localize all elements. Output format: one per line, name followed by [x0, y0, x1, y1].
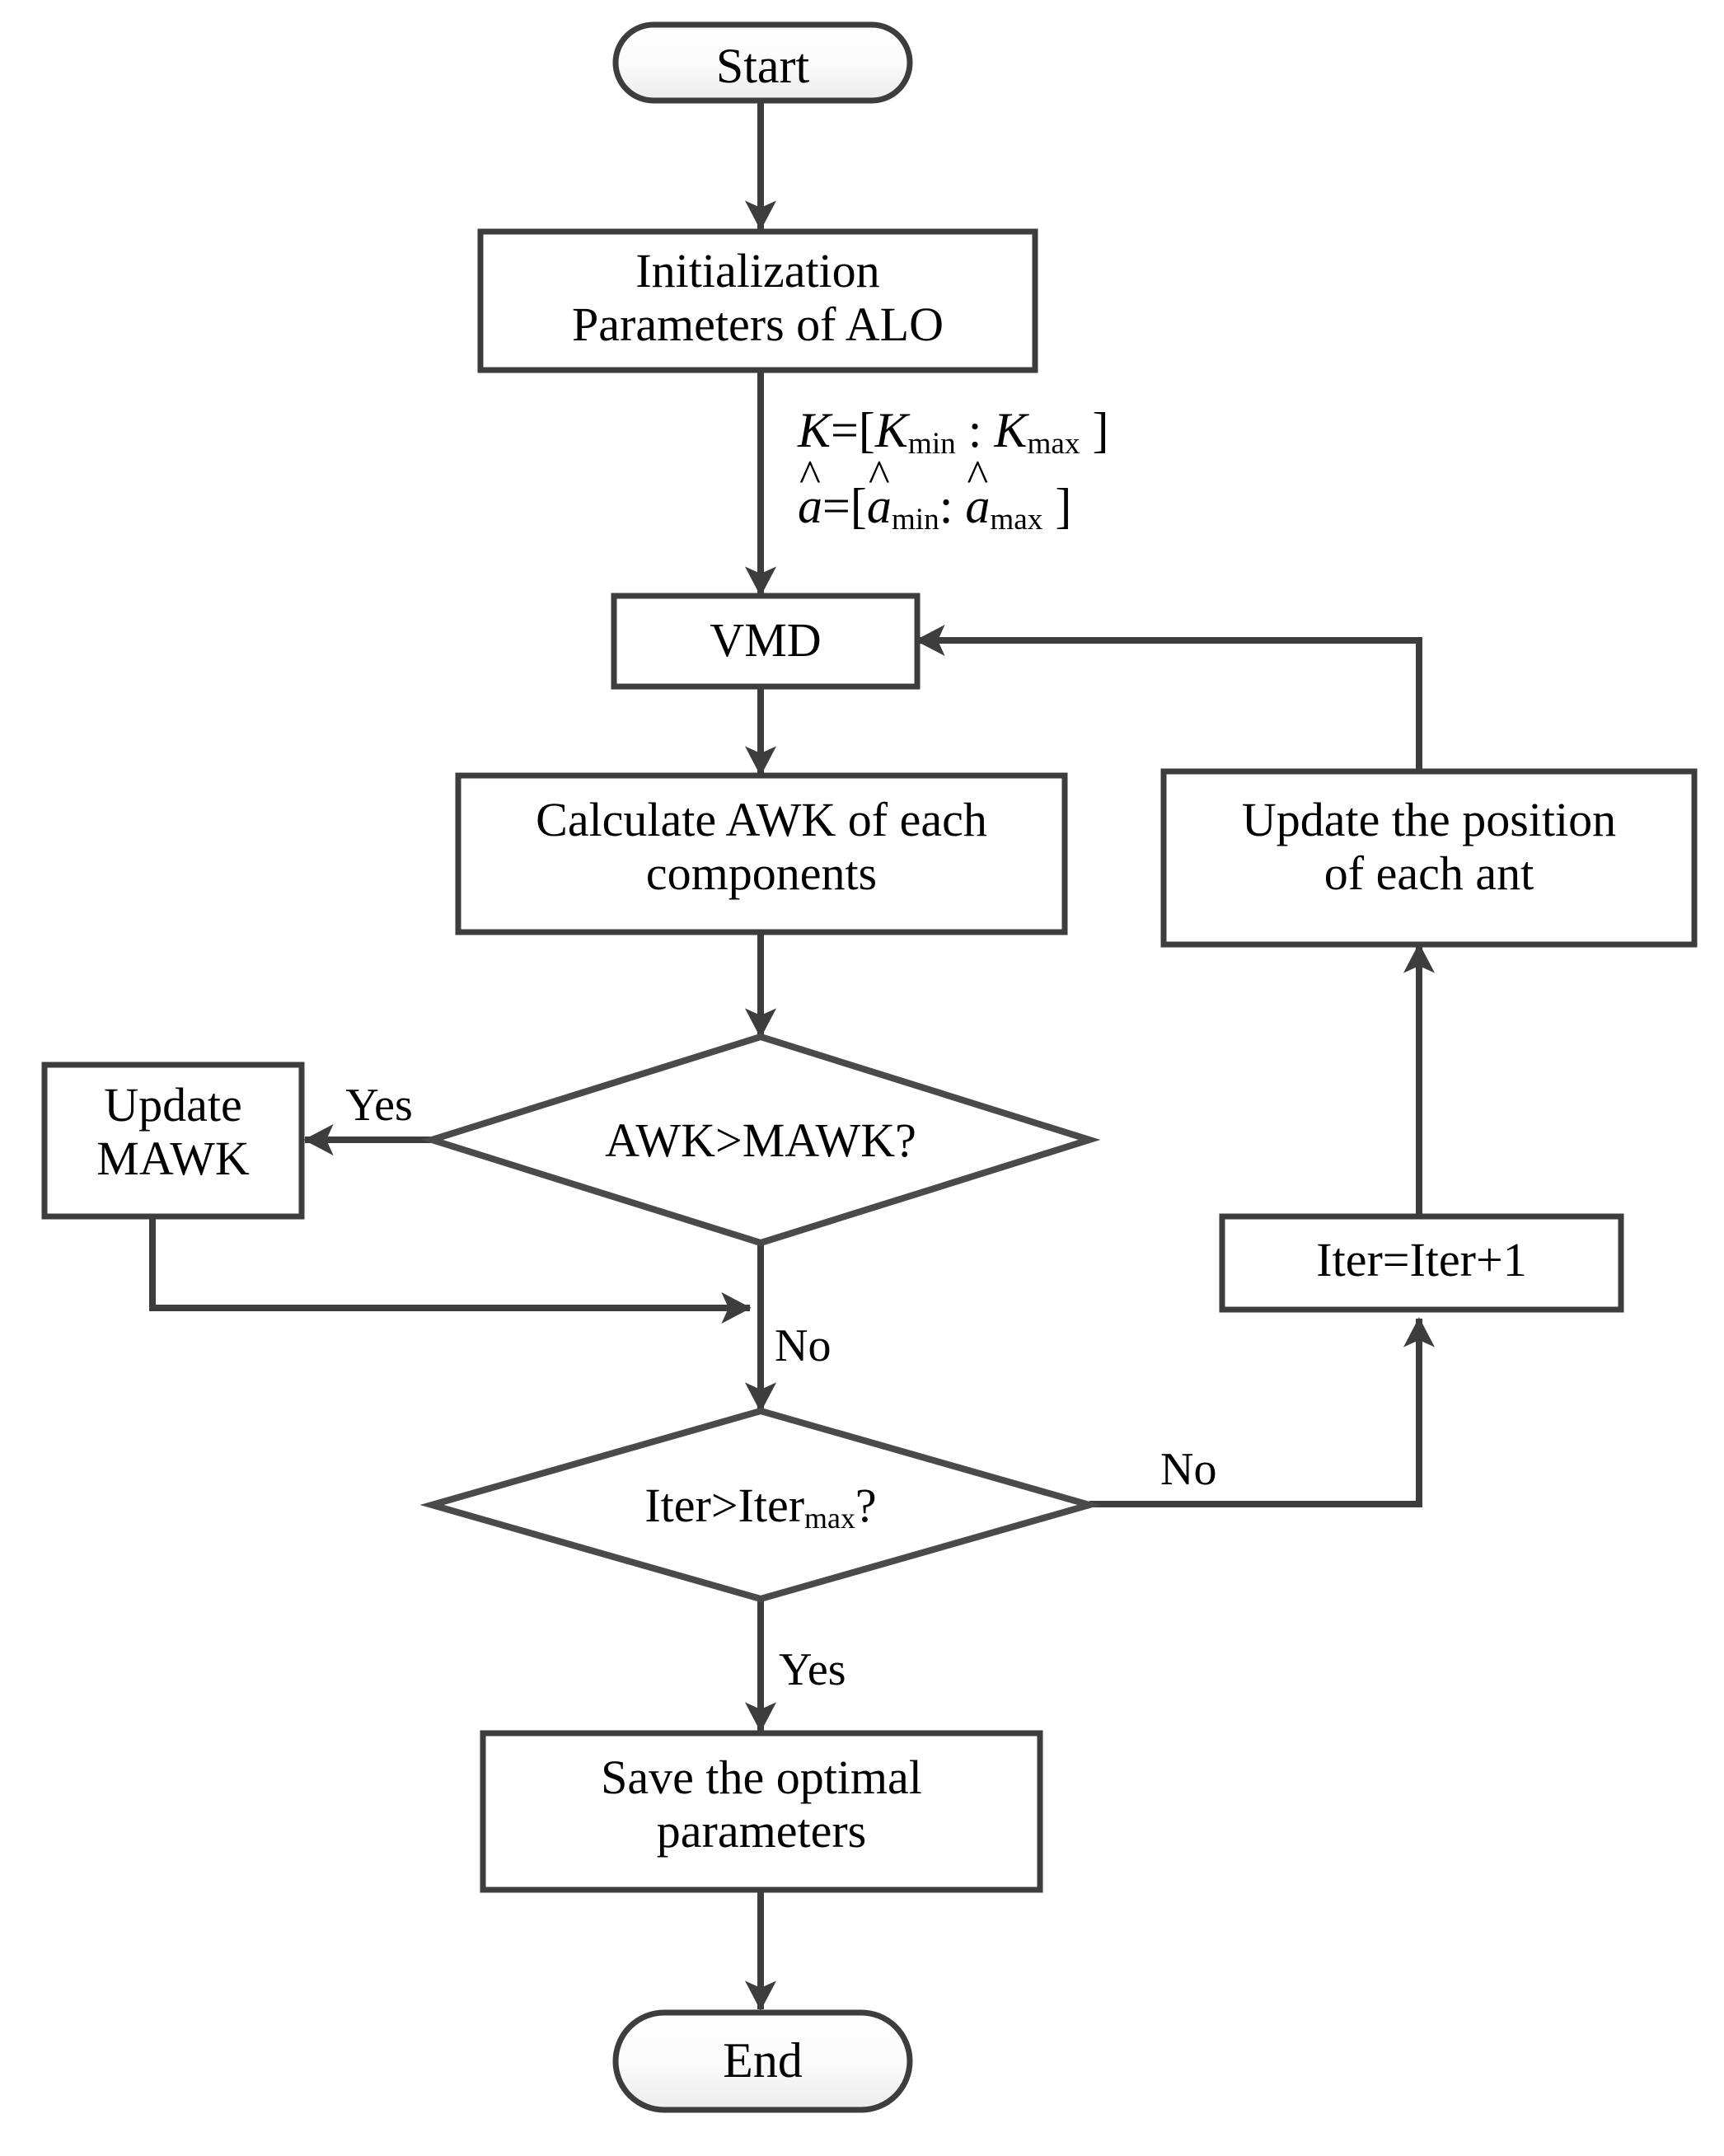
node-start-shape[interactable] [612, 21, 913, 104]
edge-updatepos-to-vmd [915, 624, 1422, 771]
node-vmd-shape[interactable] [611, 593, 921, 690]
edge-updatemawk-merge [149, 1216, 752, 1324]
node-end-shape[interactable] [612, 2009, 913, 2113]
node-calcawk-shape[interactable] [455, 772, 1068, 935]
node-iterdecision-shape[interactable] [419, 1407, 1102, 1603]
node-updatemawk-shape[interactable] [41, 1062, 305, 1220]
node-init-shape[interactable] [477, 228, 1038, 373]
node-updatepos-shape[interactable] [1160, 768, 1698, 948]
node-awkdecision-shape[interactable] [420, 1033, 1101, 1247]
edge-iterdecision-no-to-iterinc [1089, 1317, 1436, 1507]
node-saveparams-shape[interactable] [480, 1730, 1043, 1893]
node-iterinc-shape[interactable] [1219, 1213, 1624, 1313]
